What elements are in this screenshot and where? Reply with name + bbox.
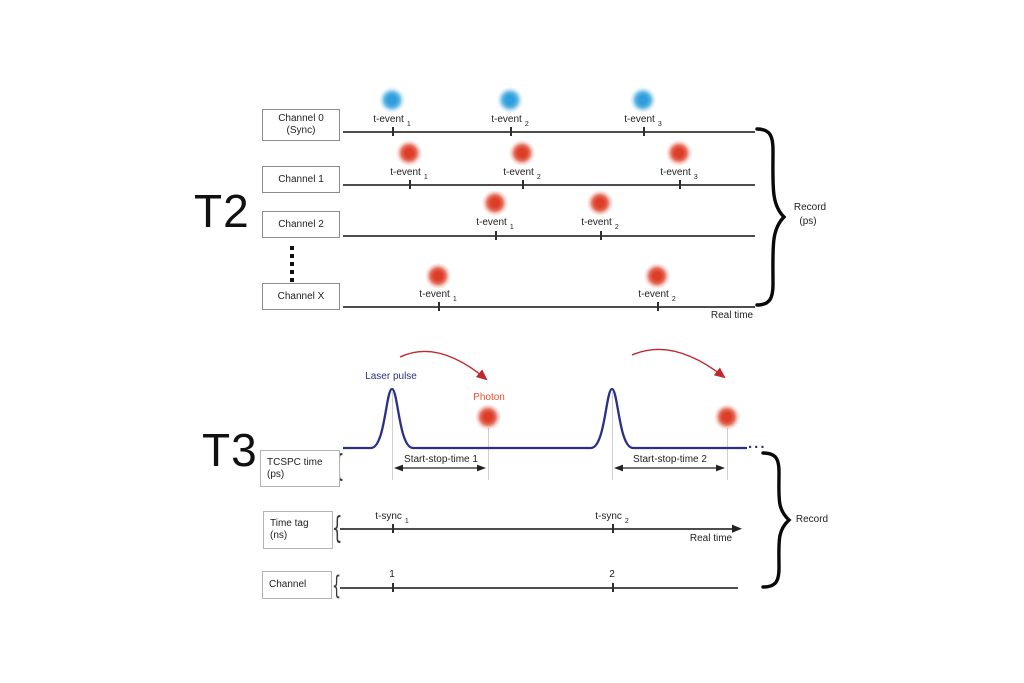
photon-event-dot [587, 190, 613, 216]
time-tag-box: Time tag (ns) [263, 511, 333, 549]
channels-ellipsis-dot [290, 278, 294, 282]
t-sync-tick [612, 524, 614, 533]
pulse-to-photon-arrow [631, 348, 726, 379]
sync-guide-line [612, 392, 613, 480]
photon-label: Photon [473, 392, 505, 403]
channels-ellipsis-dot [290, 246, 294, 250]
sync-event-dot [630, 87, 656, 113]
t3-record-brace [761, 451, 792, 589]
opening-brace-icon: { [332, 511, 343, 546]
channelx-box: Channel X [262, 283, 340, 310]
channel1-label: Channel 1 [278, 173, 324, 185]
t3-record-label: Record [795, 514, 829, 525]
channel-number-label: 1 [389, 569, 395, 580]
opening-brace-icon: { [332, 571, 342, 601]
photon-guide-line [488, 428, 489, 480]
channel0-sync-label: (Sync) [286, 125, 316, 136]
event-tick [679, 180, 681, 189]
channel0-sync-box: Channel 0 (Sync) [262, 109, 340, 141]
start-stop-time-1-label: Start-stop-time 1 [404, 454, 478, 465]
tcspc-time-box: TCSPC time (ps) [260, 450, 340, 487]
channel2-box: Channel 2 [262, 211, 340, 238]
sync-event-dot [497, 87, 523, 113]
channel2-timeline [343, 235, 755, 237]
event-tick [522, 180, 524, 189]
photon-dot [475, 404, 501, 430]
photon-dot [714, 404, 740, 430]
channel2-label: Channel 2 [278, 218, 324, 230]
channel-number-timeline [340, 587, 738, 589]
channel-number-tick [392, 583, 394, 592]
sync-guide-line [392, 392, 393, 480]
channels-ellipsis-dot [290, 262, 294, 266]
channel-number-tick [612, 583, 614, 592]
channels-ellipsis-dot [290, 270, 294, 274]
event-tick [438, 302, 440, 311]
time-tag-label: Time tag [270, 518, 309, 529]
event-tick [643, 127, 645, 136]
event-tick [600, 231, 602, 240]
t2-real-time-label: Real time [710, 310, 754, 321]
channel0-label: Channel 0 [278, 113, 324, 124]
tcspc-time-unit: (ps) [267, 468, 285, 480]
event-tick [657, 302, 659, 311]
start-stop-arrow-1 [394, 464, 486, 472]
start-stop-arrow-2 [614, 464, 725, 472]
photon-event-dot [644, 263, 670, 289]
t2-record-label: Record [793, 202, 827, 213]
photon-event-dot [666, 140, 692, 166]
photon-event-dot [482, 190, 508, 216]
photon-event-dot [425, 263, 451, 289]
start-stop-time-2-label: Start-stop-time 2 [633, 454, 707, 465]
photon-guide-line [727, 428, 728, 480]
laser-pulse-curve [343, 387, 747, 450]
laser-pulse-label: Laser pulse [365, 371, 417, 382]
trace-continues-ellipsis: ... [748, 435, 767, 452]
channelx-label: Channel X [277, 290, 325, 302]
t3-real-time-label: Real time [689, 533, 733, 544]
t3-mode-title: T3 [202, 424, 258, 476]
event-tick [392, 127, 394, 136]
t2-record-brace [755, 127, 787, 307]
event-tick [510, 127, 512, 136]
channels-ellipsis-dot [290, 254, 294, 258]
t-sync-tick [392, 524, 394, 533]
photon-event-dot [396, 140, 422, 166]
channel1-box: Channel 1 [262, 166, 340, 193]
channel0-timeline [343, 131, 755, 133]
t2-record-unit: (ps) [799, 216, 817, 227]
event-tick [495, 231, 497, 240]
t2-mode-title: T2 [194, 185, 250, 237]
sync-event-dot [379, 87, 405, 113]
channel-number-label: 2 [609, 569, 615, 580]
channel1-timeline [343, 184, 755, 186]
time-tag-unit: (ns) [270, 530, 288, 541]
photon-event-dot [509, 140, 535, 166]
channelx-timeline [343, 306, 755, 308]
time-tag-timeline [340, 528, 734, 530]
tcspc-time-label: TCSPC time [267, 456, 323, 468]
event-tick [409, 180, 411, 189]
channel-row-label: Channel [269, 579, 307, 590]
channel-row-box: Channel [262, 571, 332, 599]
